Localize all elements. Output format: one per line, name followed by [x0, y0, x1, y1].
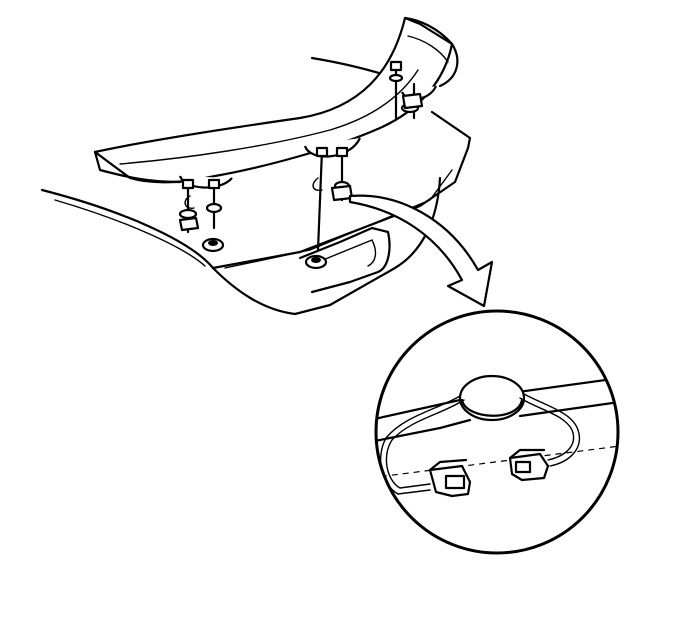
wiring-connector-detail: [374, 309, 620, 555]
rear-spoiler: [93, 16, 459, 189]
mounting-studs: [181, 60, 416, 252]
trunk-lid: [40, 56, 472, 316]
high-mount-stop-lamp-connectors: [428, 448, 550, 498]
nuts: [178, 92, 424, 270]
detail-callout-arrow: [348, 194, 494, 308]
